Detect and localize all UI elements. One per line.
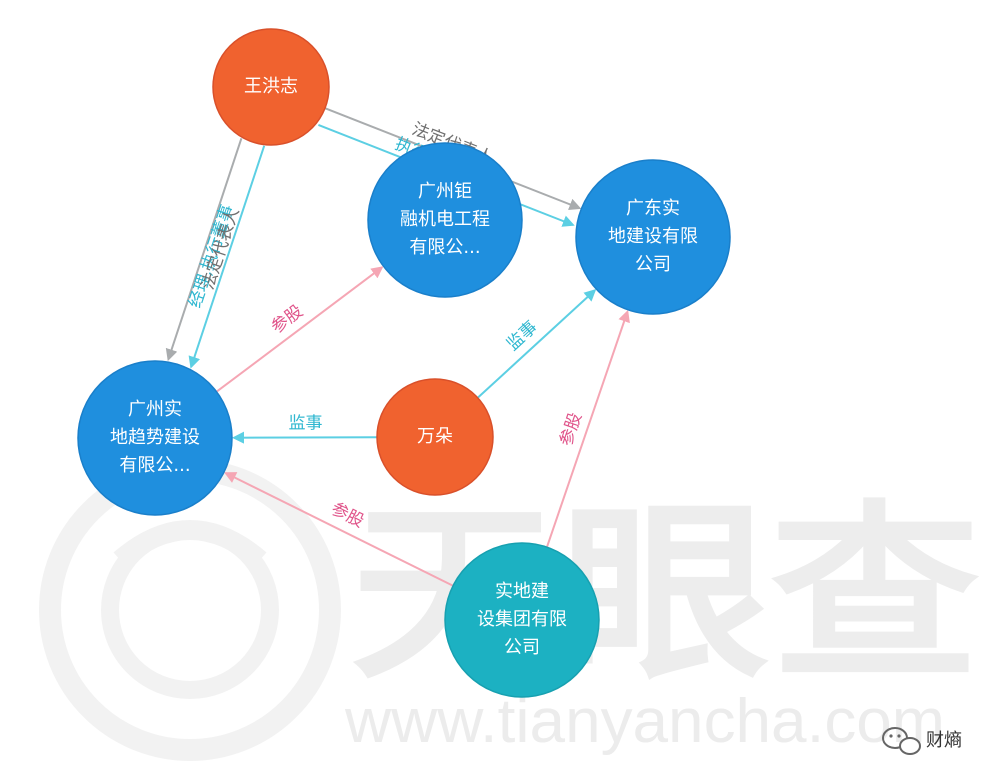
edge-wang-gzsd-manager xyxy=(188,145,266,369)
node-label-line: 广东实 xyxy=(626,198,680,219)
node-jujin[interactable]: 广州钜融机电工程有限公... xyxy=(367,142,523,298)
nodes: 王洪志广州钜融机电工程有限公...广东实地建设有限公司广州实地趋势建设有限公..… xyxy=(77,28,731,698)
edge-group-gdsd-shareholding xyxy=(545,309,630,548)
edge-label-supervisor: 监事 xyxy=(288,413,322,433)
edge-gzsd-jujin-shareholding xyxy=(215,266,384,393)
node-label-line: 广州钜 xyxy=(418,181,472,202)
node-label-line: 地建设有限 xyxy=(608,226,698,247)
wechat-icon xyxy=(882,727,921,755)
node-gzsd[interactable]: 广州实地趋势建设有限公... xyxy=(77,360,233,516)
node-circle[interactable] xyxy=(444,542,600,698)
node-wanduo[interactable]: 万朵 xyxy=(376,378,494,496)
node-circle[interactable] xyxy=(212,28,330,146)
watermark-name: 天眼查 xyxy=(350,489,980,701)
edge-label-shareholding: 参股 xyxy=(268,301,307,337)
watermark-logo-icon xyxy=(39,459,341,761)
edge-label-supervisor: 监事 xyxy=(503,317,542,355)
node-label-line: 有限公... xyxy=(409,237,480,258)
node-label-line: 有限公... xyxy=(119,455,190,476)
credit: 财熵 xyxy=(882,727,962,755)
node-label-line: 公司 xyxy=(635,254,671,275)
node-circle[interactable] xyxy=(376,378,494,496)
node-label-line: 融机电工程 xyxy=(400,209,490,230)
node-circle[interactable] xyxy=(367,142,523,298)
watermark-url: www.tianyancha.com xyxy=(344,687,945,756)
node-label-line: 实地建 xyxy=(495,581,549,602)
node-circle[interactable] xyxy=(575,159,731,315)
node-label-line: 万朵 xyxy=(417,426,453,447)
edge-wang-gzsd-legal_rep xyxy=(165,137,243,362)
node-wang[interactable]: 王洪志 xyxy=(212,28,330,146)
node-label-line: 广州实 xyxy=(128,399,182,420)
edge-group-gzsd-shareholding xyxy=(223,472,454,587)
node-label-line: 地趋势建设 xyxy=(110,427,200,448)
node-label-line: 王洪志 xyxy=(244,76,298,97)
node-label-line: 设集团有限 xyxy=(477,609,567,630)
credit-text: 财熵 xyxy=(926,730,962,751)
node-circle[interactable] xyxy=(77,360,233,516)
edge-wanduo-gdsd-supervisor xyxy=(477,289,597,399)
edge-wanduo-gzsd-supervisor xyxy=(231,431,378,444)
node-label-line: 公司 xyxy=(504,637,540,658)
